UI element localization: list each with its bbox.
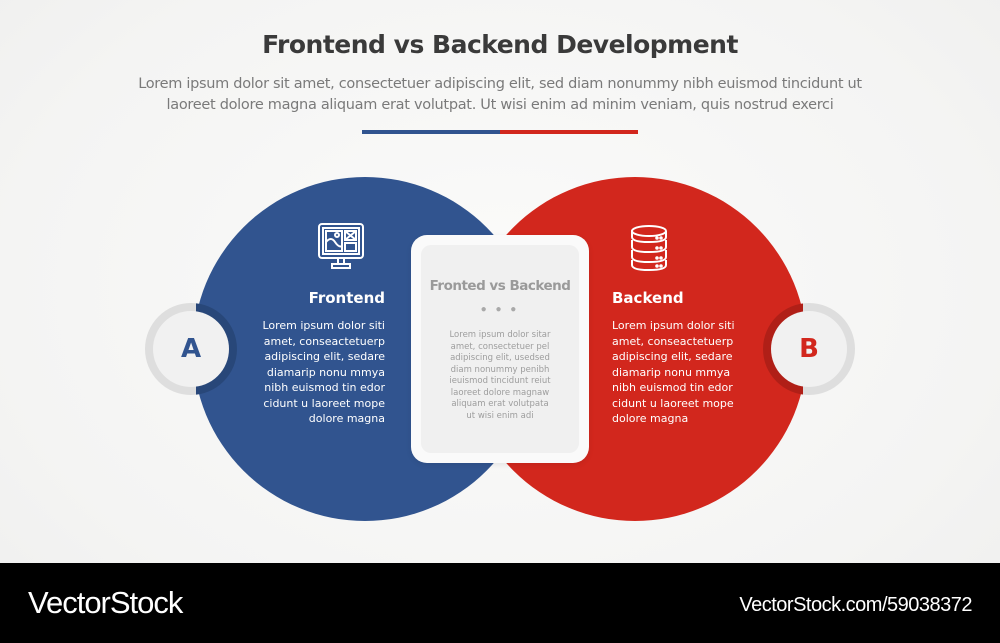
text-line: dolore magna	[308, 412, 385, 425]
divider-blue	[362, 130, 500, 134]
text-line: amet, conseactetuerp	[612, 334, 734, 348]
badge-b: B	[771, 311, 847, 387]
database-server-icon	[631, 225, 667, 272]
monitor-layout-icon	[318, 223, 364, 269]
page-subtitle: Lorem ipsum dolor sit amet, consectetuer…	[60, 74, 940, 116]
page-title: Frontend vs Backend Development	[262, 30, 738, 59]
text-line: amet, consectetuer pel	[450, 341, 550, 352]
backend-description: Lorem ipsum dolor siti amet, conseactetu…	[612, 318, 772, 427]
text-line: diam nonummy penibh	[450, 364, 550, 375]
text-line: aliquam erat volutpata	[451, 399, 549, 409]
watermark-footer: VectorStock VectorStock.com/59038372	[0, 563, 1000, 643]
backend-heading: Backend	[612, 289, 684, 307]
card-title: Fronted vs Backend	[429, 278, 571, 294]
frontend-description: Lorem ipsum dolor siti amet, conseactetu…	[225, 318, 385, 427]
footer-url: VectorStock.com/59038372	[739, 594, 972, 616]
divider-red	[500, 130, 638, 134]
text-line: nibh euismod tin edor	[612, 381, 733, 394]
text-line: Lorem ipsum dolor siti	[612, 319, 735, 332]
text-line: adipiscing elit, sedare	[264, 350, 385, 363]
text-line: cidunt u laoreet mope	[263, 396, 385, 410]
text-line: Lorem ipsum dolor sitar	[449, 330, 551, 340]
text-line: adipiscing elit, sedare	[612, 350, 733, 363]
text-line: diamarip nonu mmya	[266, 365, 385, 379]
text-line: ieuismod tincidunt reiut	[449, 376, 551, 386]
text-line: cidunt u laoreet mope	[612, 396, 734, 410]
badge-a: A	[153, 311, 229, 387]
text-line: amet, conseactetuerp	[263, 334, 385, 348]
frontend-heading: Frontend	[308, 289, 385, 307]
text-line: laoreet dolore magnaw	[450, 387, 550, 398]
comparison-card-inner: Fronted vs Backend ● ● ● Lorem ipsum dol…	[421, 245, 579, 453]
text-line: diamarip nonu mmya	[612, 365, 731, 379]
subtitle-line: laoreet dolore magna aliquam erat volutp…	[166, 97, 834, 113]
comparison-card: Fronted vs Backend ● ● ● Lorem ipsum dol…	[411, 235, 589, 463]
text-line: nibh euismod tin edor	[264, 381, 385, 394]
text-line: Lorem ipsum dolor siti	[262, 319, 385, 332]
text-line: dolore magna	[612, 412, 689, 425]
dots-icon: ● ● ●	[480, 304, 520, 315]
card-description: Lorem ipsum dolor sitar amet, consectetu…	[433, 330, 567, 422]
text-line: adipiscing elit, usedsed	[450, 353, 550, 363]
text-line: ut wisi enim adi	[466, 410, 534, 421]
subtitle-line: Lorem ipsum dolor sit amet, consectetuer…	[138, 76, 862, 92]
footer-logo: VectorStock	[28, 585, 183, 620]
